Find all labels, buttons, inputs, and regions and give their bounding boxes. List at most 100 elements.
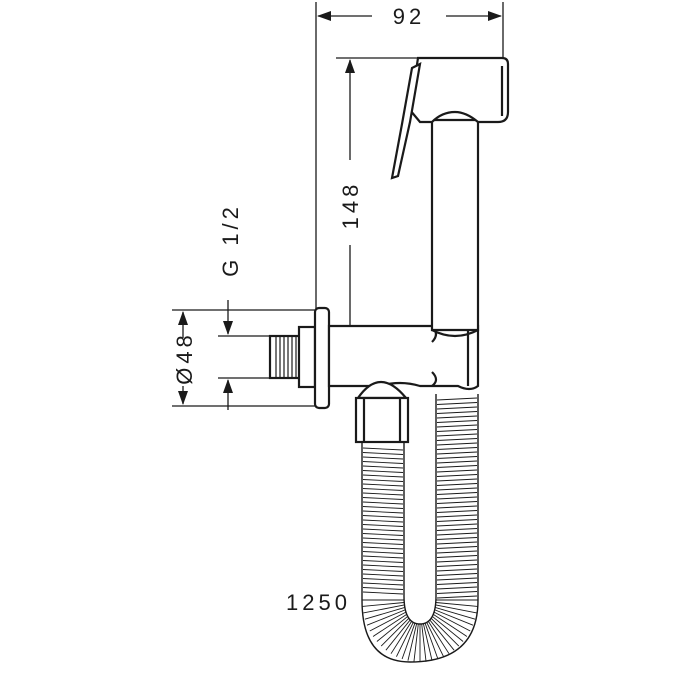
hose-rib (436, 433, 478, 437)
hose-rib (436, 442, 478, 446)
flexible-hose (361, 394, 479, 663)
hose-rib (362, 578, 404, 581)
hose-rib (436, 402, 478, 405)
hose-rib (362, 587, 404, 590)
hose-rib (362, 582, 404, 586)
hose-rib (362, 452, 404, 455)
hose-rib (396, 621, 414, 657)
handle-bottom-curve (431, 329, 479, 338)
threaded-connector (268, 325, 317, 389)
hose-rib (436, 541, 478, 545)
hose-rib (436, 397, 478, 401)
hose-rib (436, 492, 478, 495)
hose-rib (422, 623, 433, 661)
hose-rib (362, 519, 404, 523)
hose-rib (436, 591, 478, 594)
hose-rib (362, 447, 404, 451)
hose-rib (436, 496, 478, 500)
hose-rib (362, 564, 404, 568)
hose-rib (362, 542, 404, 545)
hose-rib (401, 622, 416, 660)
hose-rib (362, 510, 404, 514)
hose-rib (436, 420, 478, 423)
hose-rib (436, 478, 478, 482)
hose-rib (364, 606, 405, 620)
thread-ridges (275, 337, 297, 377)
hose-rib (436, 546, 478, 549)
hose-rib (362, 465, 404, 469)
hose-rib (362, 488, 404, 491)
hose-rib (429, 619, 455, 651)
hose-rib (436, 595, 478, 599)
hose-rib (432, 613, 468, 637)
hose-rib (413, 623, 419, 662)
hose-rib (436, 586, 478, 590)
hose-rib (435, 606, 476, 620)
hose-rib (424, 622, 439, 660)
hose-rib (362, 456, 404, 460)
thread-collar (297, 325, 317, 389)
hose-rib (380, 617, 410, 647)
hose-rib (362, 528, 404, 532)
hose-connector (354, 381, 410, 444)
hose-rib (433, 611, 471, 632)
hose-rib (362, 602, 405, 607)
hose-rib (362, 497, 404, 500)
hose-rib (436, 406, 478, 410)
hose-rib (436, 577, 478, 581)
hose-rib (372, 613, 408, 637)
hose-rib (436, 460, 478, 464)
hose-rib (436, 415, 478, 419)
hose-rib (436, 510, 478, 513)
hose-rib (436, 582, 478, 585)
hose-rib (362, 560, 404, 563)
hose-rib (436, 438, 478, 441)
hose-rib (436, 465, 478, 468)
hose-rib (436, 555, 478, 558)
hose-rib (362, 515, 404, 518)
trigger-lever (390, 62, 422, 180)
dimension-width: 92 (315, 2, 504, 312)
hose-rib (436, 568, 478, 572)
hose-ribs (362, 397, 478, 662)
hose-rib (436, 474, 478, 477)
hose-rib (362, 501, 404, 505)
hose-rib (436, 537, 478, 540)
hose-outer-edge (361, 394, 479, 663)
hose-rib (362, 483, 404, 487)
hose-rib (435, 602, 478, 607)
shower-handle (430, 118, 480, 332)
hose-rib (436, 559, 478, 563)
hose-rib (436, 451, 478, 455)
hose-rib (436, 514, 478, 518)
shower-head (408, 56, 510, 124)
hose-rib (436, 456, 478, 459)
hose-rib (436, 528, 478, 531)
dim-label-height: 148 (338, 181, 363, 230)
hose-rib (362, 573, 404, 577)
hose-rib (436, 483, 478, 486)
hose-rib (362, 555, 404, 559)
hand-shower (390, 56, 510, 338)
hose-rib (390, 620, 413, 654)
hose-rib (436, 550, 478, 554)
hose-rib (436, 505, 478, 509)
dimension-thread: G 1/2 (218, 203, 272, 410)
hose-rib (434, 609, 474, 626)
hose-rib (436, 532, 478, 536)
hose-rib (426, 621, 444, 657)
hose-rib (436, 519, 478, 522)
hose-rib (436, 411, 478, 414)
hose-rib (430, 617, 460, 647)
hose-rib (366, 609, 406, 626)
dimension-diameter: Ø48 (172, 309, 318, 407)
dim-label-hose-length: 1250 (286, 590, 351, 615)
hose-rib (362, 546, 404, 550)
dim-label-diameter: Ø48 (172, 331, 197, 385)
hose-rib (362, 551, 404, 554)
hose-rib (421, 623, 427, 662)
hose-rib (436, 447, 478, 450)
dim-label-width: 92 (393, 4, 425, 29)
hose-rib (362, 492, 404, 496)
